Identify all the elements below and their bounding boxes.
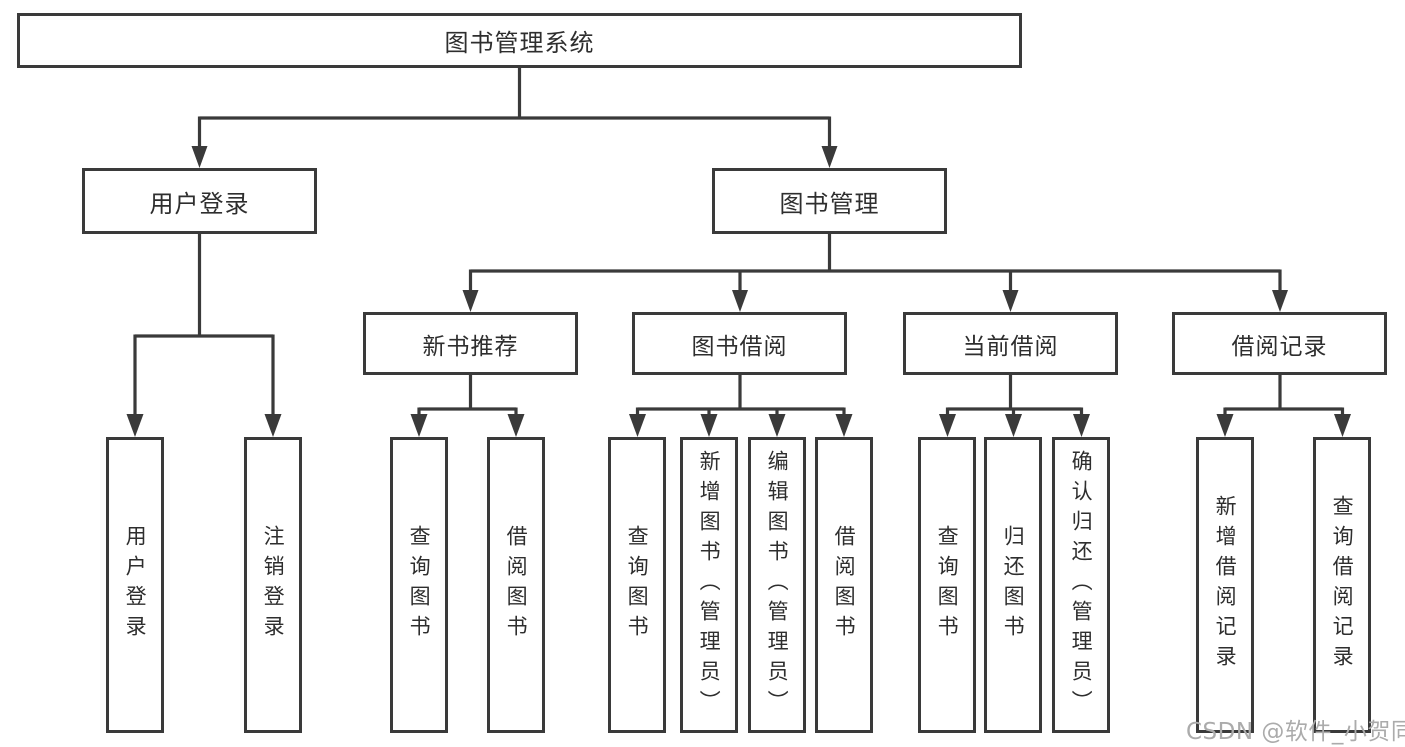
arrowhead <box>410 414 428 437</box>
arrowhead <box>462 290 479 312</box>
node-root-system: 图书管理系统 <box>17 13 1022 68</box>
node-new-book-recommend: 新书推荐 <box>363 312 578 375</box>
node-label: 新增借阅记录 <box>1213 495 1238 675</box>
connector-root <box>191 68 838 168</box>
arrowhead <box>1216 414 1234 437</box>
node-label: 查询图书 <box>407 525 432 645</box>
node-current-borrow: 当前借阅 <box>903 312 1118 375</box>
node-label: 用户登录 <box>149 189 250 218</box>
leaf-query-books-borrow: 查询图书 <box>608 437 666 733</box>
connector-book-management <box>462 234 1288 312</box>
connector-borrow-records <box>1216 375 1351 437</box>
node-label: 图书管理 <box>779 189 880 218</box>
arrowhead <box>1005 414 1022 437</box>
node-label: 借阅图书 <box>504 525 529 645</box>
node-label: 归还图书 <box>1001 525 1026 645</box>
arrowhead <box>835 414 853 437</box>
leaf-add-book-admin: 新增图书（管理员） <box>680 437 738 733</box>
node-borrow-records: 借阅记录 <box>1172 312 1387 375</box>
connector-user-login <box>126 234 282 437</box>
arrowhead <box>939 414 956 437</box>
arrowhead <box>1272 290 1288 312</box>
leaf-query-borrow-record: 查询借阅记录 <box>1313 437 1371 733</box>
arrowhead <box>1002 290 1019 312</box>
leaf-query-books-current: 查询图书 <box>918 437 976 733</box>
node-label: 新书推荐 <box>422 333 519 360</box>
node-label: 图书借阅 <box>691 333 788 360</box>
node-label: 借阅图书 <box>832 525 857 645</box>
node-label: 用户登录 <box>123 525 148 645</box>
arrowhead <box>700 414 718 437</box>
leaf-confirm-return-admin: 确认归还（管理员） <box>1052 437 1110 733</box>
leaf-user-login: 用户登录 <box>106 437 164 733</box>
node-label: 图书管理系统 <box>444 29 595 57</box>
leaf-borrow-books: 借阅图书 <box>815 437 873 733</box>
leaf-logout-login: 注销登录 <box>244 437 302 733</box>
arrowhead <box>507 414 525 437</box>
node-book-management: 图书管理 <box>712 168 947 234</box>
arrowhead <box>264 414 282 437</box>
node-label: 查询图书 <box>625 525 650 645</box>
node-label: 查询借阅记录 <box>1330 495 1355 675</box>
node-label: 当前借阅 <box>962 333 1059 360</box>
arrowhead <box>629 414 646 437</box>
arrowhead <box>126 414 144 437</box>
node-label: 借阅记录 <box>1231 333 1328 360</box>
arrowhead <box>732 290 748 312</box>
node-book-borrow: 图书借阅 <box>632 312 847 375</box>
arrowhead <box>191 146 208 168</box>
connector-book-borrow <box>629 375 853 437</box>
connector-current-borrow <box>939 375 1090 437</box>
node-label: 查询图书 <box>935 525 960 645</box>
node-label: 新增图书（管理员） <box>697 450 722 720</box>
watermark: CSDN @软件_小贺同学 <box>1186 719 1405 745</box>
node-label: 注销登录 <box>261 525 286 645</box>
leaf-edit-book-admin: 编辑图书（管理员） <box>748 437 806 733</box>
leaf-query-books-recommend: 查询图书 <box>390 437 448 733</box>
arrowhead <box>1073 414 1090 437</box>
node-label: 确认归还（管理员） <box>1069 450 1094 720</box>
leaf-borrow-books-recommend: 借阅图书 <box>487 437 545 733</box>
arrowhead <box>821 146 838 168</box>
node-user-login: 用户登录 <box>82 168 317 234</box>
leaf-add-borrow-record: 新增借阅记录 <box>1196 437 1254 733</box>
node-label: 编辑图书（管理员） <box>765 450 790 720</box>
leaf-return-book: 归还图书 <box>984 437 1042 733</box>
arrowhead <box>768 414 786 437</box>
connector-new-book-recommend <box>410 375 525 437</box>
arrowhead <box>1334 414 1351 437</box>
